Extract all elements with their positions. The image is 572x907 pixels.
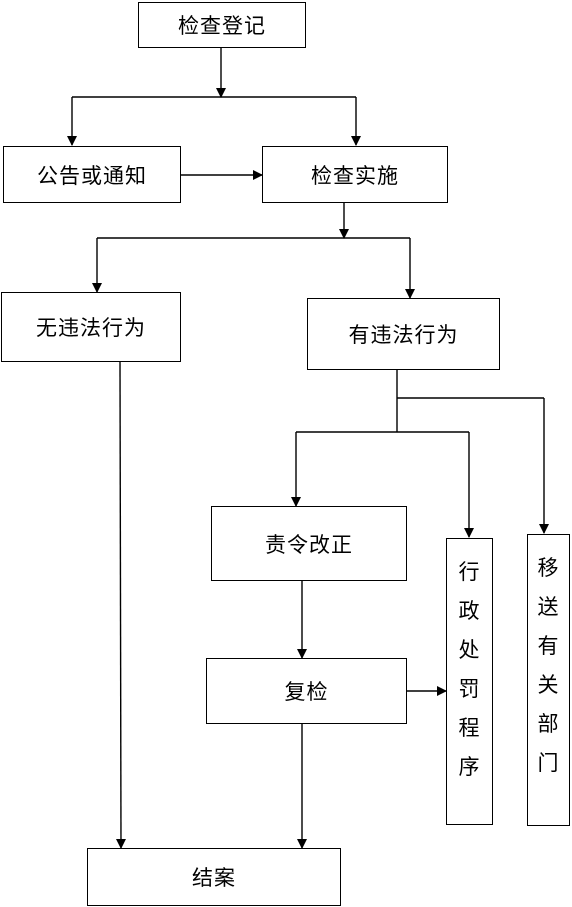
vertical-text-char: 罚	[458, 677, 481, 701]
node-no-violation: 无违法行为	[1, 292, 181, 362]
node-notice: 公告或通知	[3, 146, 181, 203]
node-rectification: 责令改正	[211, 506, 407, 581]
vertical-text-char: 政	[458, 599, 481, 623]
vertical-text-char: 门	[537, 751, 560, 775]
vertical-text-char: 部	[537, 712, 560, 736]
node-transfer: 移送有关部门	[527, 534, 570, 826]
vertical-text-char: 处	[458, 638, 481, 662]
arrow-no-violation-to-closure	[115, 361, 126, 849]
node-registration: 检查登记	[138, 2, 306, 48]
node-violation: 有违法行为	[307, 298, 500, 370]
vertical-text-char: 序	[458, 755, 481, 779]
vertical-text-char: 有	[537, 634, 560, 658]
node-closure: 结案	[87, 848, 341, 906]
vertical-text-char: 关	[537, 673, 560, 697]
vertical-text-char: 移	[537, 556, 560, 580]
vertical-text-char: 行	[458, 560, 481, 584]
node-inspection: 检查实施	[262, 146, 448, 203]
node-penalty: 行政处罚程序	[446, 538, 493, 825]
vertical-text-char: 送	[537, 595, 560, 619]
vertical-text-char: 程	[458, 716, 481, 740]
node-recheck: 复检	[206, 658, 407, 724]
